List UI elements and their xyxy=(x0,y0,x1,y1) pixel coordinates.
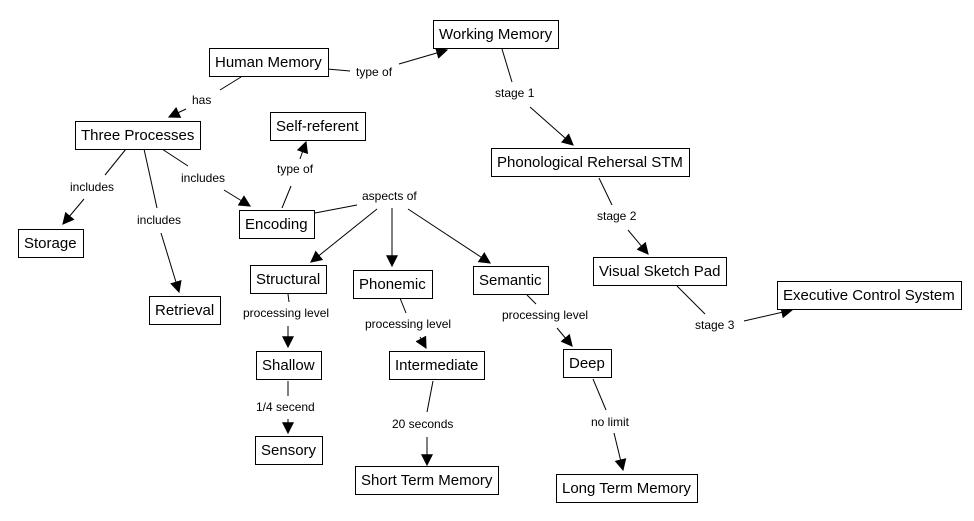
connector-arrow xyxy=(160,232,182,294)
link-label-processing-level: processing level xyxy=(363,317,454,331)
node-human-memory[interactable]: Human Memory xyxy=(209,48,329,77)
node-storage[interactable]: Storage xyxy=(18,229,84,258)
node-intermediate[interactable]: Intermediate xyxy=(389,351,486,380)
link-label-includes: includes xyxy=(68,180,117,194)
node-deep[interactable]: Deep xyxy=(563,349,612,378)
link-label-includes: includes xyxy=(135,213,184,227)
node-shallow[interactable]: Shallow xyxy=(256,351,322,380)
connector-arrow xyxy=(167,106,187,118)
node-retrieval[interactable]: Retrieval xyxy=(149,296,222,325)
connector-arrow xyxy=(223,189,252,207)
connector-arrow xyxy=(529,106,574,146)
connector-line xyxy=(287,293,290,303)
node-short-term-memory[interactable]: Short Term Memory xyxy=(355,466,500,495)
connector-arrow xyxy=(296,140,309,160)
connector-arrow xyxy=(415,335,427,350)
link-label-type-of: type of xyxy=(275,162,316,176)
link-label-stage-3: stage 3 xyxy=(693,318,737,332)
link-label-aspects-of: aspects of xyxy=(360,189,419,203)
connector-line xyxy=(676,285,706,315)
link-label-no-limit: no limit xyxy=(589,415,632,429)
connector-line xyxy=(501,48,513,83)
link-label-has: has xyxy=(190,93,214,107)
connector-line xyxy=(399,297,407,314)
node-three-processes[interactable]: Three Processes xyxy=(75,121,202,150)
connector-line xyxy=(326,68,351,72)
connector-arrow xyxy=(556,327,573,347)
connector-line xyxy=(526,294,537,305)
node-long-term-memory[interactable]: Long Term Memory xyxy=(556,474,698,503)
link-label-includes: includes xyxy=(179,171,228,185)
node-self-referent[interactable]: Self-referent xyxy=(270,112,366,141)
connector-arrow xyxy=(613,432,627,472)
node-encoding[interactable]: Encoding xyxy=(239,210,315,239)
link-label-processing-level: processing level xyxy=(241,306,332,320)
node-structural[interactable]: Structural xyxy=(250,265,328,294)
link-label-stage-2: stage 2 xyxy=(595,209,639,223)
connector-line xyxy=(426,380,434,413)
link-label-type-of: type of xyxy=(354,65,395,79)
node-phonemic[interactable]: Phonemic xyxy=(353,270,433,299)
connector-arrow xyxy=(743,306,794,322)
node-semantic[interactable]: Semantic xyxy=(473,266,549,295)
connector-line xyxy=(314,204,358,214)
connector-arrow xyxy=(62,198,85,225)
node-visual-sketch-pad[interactable]: Visual Sketch Pad xyxy=(593,257,728,286)
link-label-quarter-second: 1/4 secend xyxy=(254,400,317,414)
node-executive-control-system[interactable]: Executive Control System xyxy=(777,281,962,310)
connector-line xyxy=(219,76,242,91)
link-label-stage-1: stage 1 xyxy=(493,86,537,100)
connector-line xyxy=(598,177,613,206)
connector-arrow xyxy=(310,208,378,263)
node-working-memory[interactable]: Working Memory xyxy=(433,20,560,49)
link-label-twenty-seconds: 20 seconds xyxy=(390,417,456,431)
connector-arrow xyxy=(627,229,649,255)
connector-line xyxy=(104,148,127,176)
connector-line xyxy=(592,378,607,411)
node-phonological-rehersal-stm[interactable]: Phonological Rehersal STM xyxy=(491,148,690,177)
connector-arrow xyxy=(407,208,492,264)
connector-arrow xyxy=(398,47,449,65)
connector-line xyxy=(281,185,292,209)
node-sensory[interactable]: Sensory xyxy=(255,436,324,465)
link-label-processing-level: processing level xyxy=(500,308,591,322)
connector-line xyxy=(161,148,189,167)
connector-line xyxy=(143,148,158,209)
